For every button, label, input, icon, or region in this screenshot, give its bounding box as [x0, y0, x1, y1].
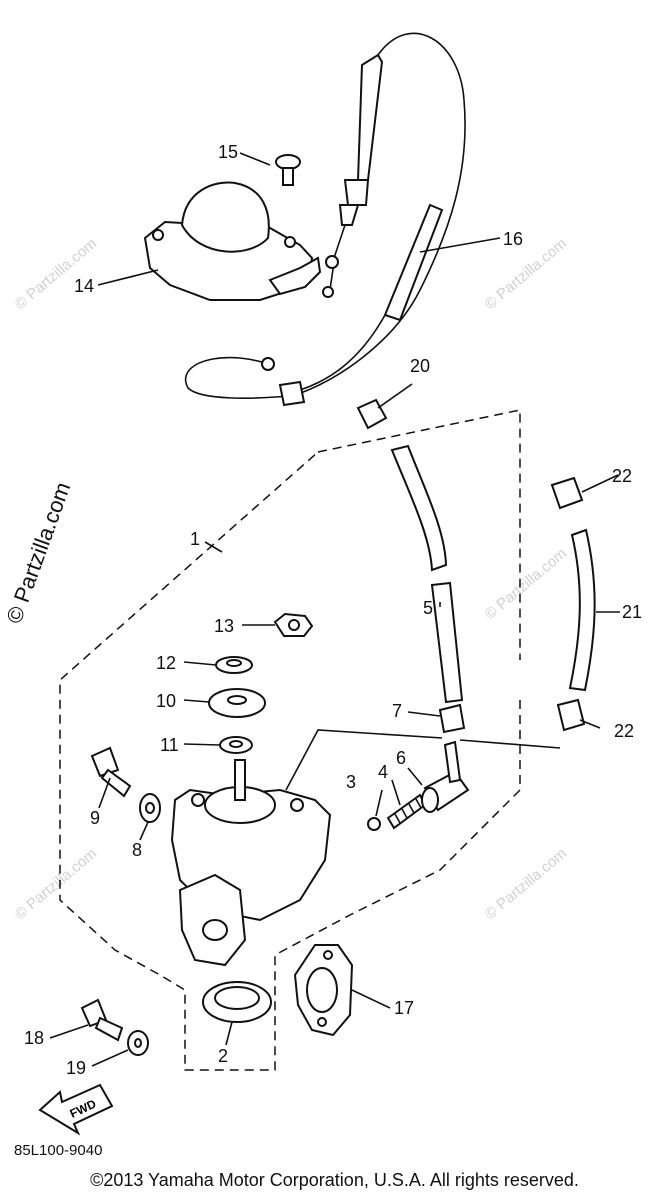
callout-11: 11	[160, 735, 179, 755]
part-17-gasket	[293, 944, 354, 1037]
watermark-small: © Partzilla.com	[12, 845, 100, 923]
callout-6: 6	[396, 748, 406, 768]
callout-20: 20	[410, 356, 430, 376]
part-4-spring	[386, 793, 427, 830]
copyright-notice: ©2013 Yamaha Motor Corporation, U.S.A. A…	[90, 1170, 579, 1190]
callout-2: 2	[218, 1046, 228, 1066]
part-9-bolt	[90, 746, 132, 798]
callout-10: 10	[156, 691, 176, 711]
part-5-hose	[390, 444, 448, 572]
part-14-cover	[143, 181, 322, 301]
callout-12: 12	[156, 653, 176, 673]
part-19-washer	[127, 1030, 149, 1056]
callout-17: 17	[394, 998, 414, 1018]
watermark-vertical: © Partzilla.com	[1, 479, 75, 627]
callout-7: 7	[392, 701, 402, 721]
link-line	[285, 729, 443, 791]
part-22-cap-bottom	[556, 698, 586, 732]
callout-21: 21	[622, 602, 642, 622]
part-22-cap-top	[550, 476, 584, 510]
part-5-hose-lower	[430, 581, 464, 704]
part-12-lockwasher	[215, 656, 253, 674]
leader-lines	[49, 152, 620, 1067]
diagram-code: 85L100-9040	[14, 1142, 103, 1159]
callout-1: 1	[190, 529, 200, 549]
part-3-ball	[367, 817, 381, 831]
watermark-small: © Partzilla.com	[482, 845, 570, 923]
callout-19: 19	[66, 1058, 86, 1078]
watermark-small: © Partzilla.com	[482, 545, 570, 623]
part-21-hose	[568, 528, 596, 692]
callout-22b: 22	[614, 721, 634, 741]
part-13-nut	[273, 612, 314, 637]
callout-16: 16	[503, 229, 523, 249]
watermark-small: © Partzilla.com	[12, 235, 100, 313]
part-16-cable	[184, 32, 466, 407]
callouts: 15 14 16 20 1 22 5 21 13 12 10 7 22 11 6…	[24, 142, 642, 1078]
callout-15: 15	[218, 142, 238, 162]
part-20-fitting	[356, 398, 388, 430]
assembly-outline	[59, 409, 521, 1071]
callout-9: 9	[90, 808, 100, 828]
callout-18: 18	[24, 1028, 44, 1048]
watermark-small: © Partzilla.com	[482, 235, 570, 313]
pump-body	[170, 759, 332, 967]
callout-8: 8	[132, 840, 142, 860]
part-10-washer	[208, 688, 266, 718]
callout-13: 13	[214, 616, 234, 636]
fwd-arrow-icon: FWD	[38, 1083, 114, 1136]
part-6-elbow	[421, 740, 470, 813]
part-8-washer	[139, 793, 161, 823]
part-15-screw	[275, 154, 301, 186]
part-7-clip	[438, 703, 466, 734]
callout-5: 5	[423, 598, 433, 618]
part-2-seal	[202, 981, 272, 1023]
callout-4: 4	[378, 762, 388, 782]
callout-22a: 22	[612, 466, 632, 486]
callout-14: 14	[74, 276, 94, 296]
part-11-washer	[219, 736, 253, 754]
callout-3: 3	[346, 772, 356, 792]
link-line	[459, 739, 561, 749]
part-18-bolt	[80, 998, 124, 1042]
